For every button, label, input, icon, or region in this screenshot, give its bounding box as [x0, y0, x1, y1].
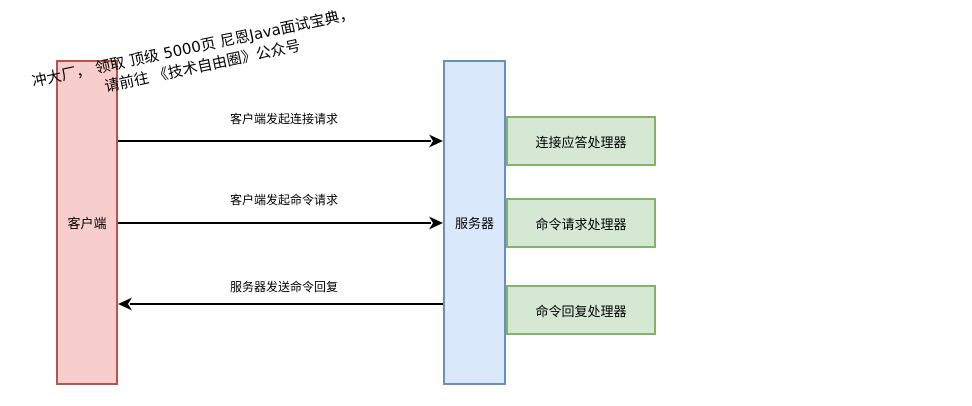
server-label: 服务器	[454, 217, 494, 232]
connect-request-label: 客户端发起连接请求	[229, 112, 339, 126]
client-label: 客户端	[67, 217, 107, 232]
client-box: 客户端	[56, 60, 118, 385]
command-reply-label: 服务器发送命令回复	[229, 280, 339, 294]
command-request-arrow	[118, 216, 443, 230]
command-reply-handler-box: 命令回复处理器	[506, 285, 656, 335]
connection-handler-box: 连接应答处理器	[506, 116, 656, 166]
connect-request-arrow	[118, 134, 443, 148]
command-request-label: 客户端发起命令请求	[229, 193, 339, 207]
connection-handler-label: 连接应答处理器	[535, 135, 627, 151]
command-reply-arrow	[118, 297, 443, 311]
command-request-handler-label: 命令请求处理器	[535, 217, 627, 233]
server-box: 服务器	[443, 60, 506, 385]
command-reply-handler-label: 命令回复处理器	[535, 304, 627, 320]
command-request-handler-box: 命令请求处理器	[506, 198, 656, 248]
